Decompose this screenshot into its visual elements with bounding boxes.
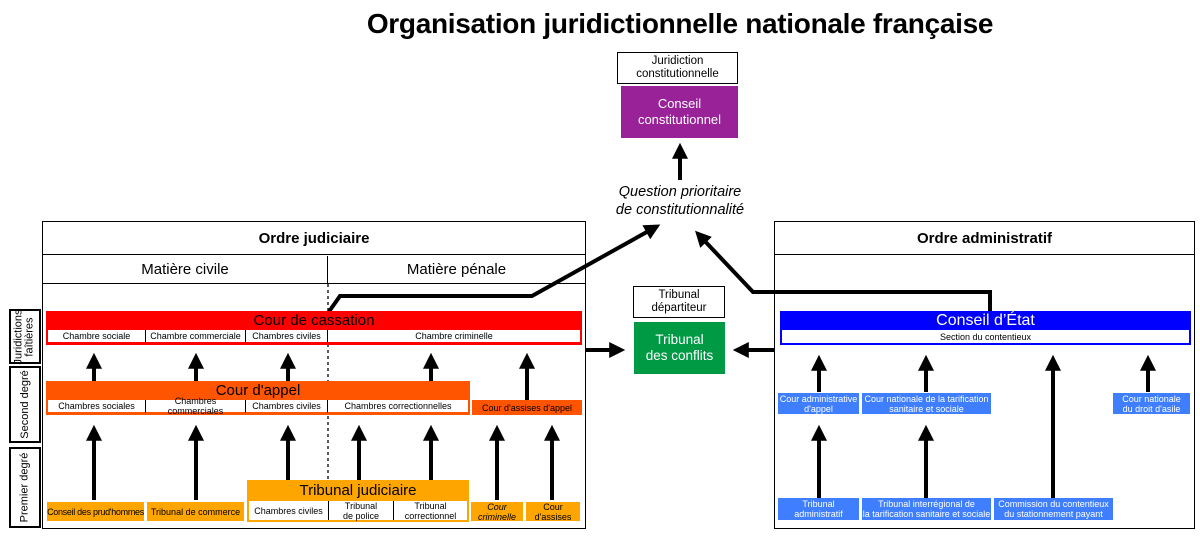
qpc-label: Question prioritaire de constitutionnali… <box>615 184 745 218</box>
cour-assises-appel: Cour d'assises d'appel <box>472 400 582 415</box>
tj-tribunal-de-police: Tribunal de police <box>329 501 394 521</box>
arrow-cassation-to-qpc <box>326 224 661 315</box>
ordre-administratif-panel <box>774 221 1195 529</box>
cour-nationale-droit-asile: Cour nationale du droit d'asile <box>1113 393 1190 414</box>
cour-d-assises: Cour d'assises <box>526 502 580 522</box>
tribunal-des-conflits: Tribunal des conflits <box>634 322 725 374</box>
commission-stationnement-payant: Commission du contentieux du stationneme… <box>994 498 1113 520</box>
ordre-judiciaire-header: Ordre judiciaire <box>43 222 585 255</box>
appel-chambres-sociales: Chambres sociales <box>48 400 146 413</box>
tj-chambres-civiles: Chambres civiles <box>249 501 329 520</box>
cour-d-appel-title: Cour d'appel <box>215 382 301 399</box>
appel-chambres-civiles: Chambres civiles <box>246 400 328 413</box>
tj-tribunal-correctionnel: Tribunal correctionnel <box>394 501 467 521</box>
ordre-administratif-header: Ordre administratif <box>775 222 1194 255</box>
cassation-chambre-criminelle: Chambre criminelle <box>328 330 580 343</box>
matiere-civile-header: Matière civile <box>43 256 328 284</box>
tribunal-administratif: Tribunal administratif <box>778 498 859 520</box>
cassation-chambres-civiles: Chambres civiles <box>246 330 328 343</box>
section-du-contentieux: Section du contentieux <box>782 330 1189 343</box>
tribunal-departiteur-label: Tribunal départiteur <box>633 286 725 318</box>
appel-chambres-correctionnelles: Chambres correctionnelles <box>328 400 468 413</box>
level-premier-degre: Premier degré <box>9 447 41 528</box>
level-second-degre: Second degré <box>9 366 41 443</box>
cour-administrative-appel: Cour administrative d'appel <box>778 393 859 414</box>
cour-de-cassation: Cour de cassation Chambre sociale Chambr… <box>46 311 582 345</box>
arrow-conseil-etat-to-qpc <box>695 230 992 311</box>
matiere-penale-header: Matière pénale <box>328 256 585 284</box>
tribunal-judiciaire: Tribunal judiciaire Chambres civiles Tri… <box>247 480 469 522</box>
conseil-d-etat: Conseil d’État Section du contentieux <box>780 311 1191 345</box>
constitutional-label: Juridiction constitutionnelle <box>617 52 738 84</box>
tribunal-judiciaire-title: Tribunal judiciaire <box>299 482 417 499</box>
cassation-chambre-sociale: Chambre sociale <box>48 330 146 343</box>
conseil-constitutionnel: Conseil constitutionnel <box>621 86 738 138</box>
conseil-d-etat-title: Conseil d’État <box>936 311 1035 329</box>
tribunal-de-commerce: Tribunal de commerce <box>147 502 244 521</box>
diagram-title: Organisation juridictionnelle nationale … <box>366 8 994 39</box>
cour-d-appel: Cour d'appel Chambres sociales Chambres … <box>46 381 470 416</box>
cour-de-cassation-title: Cour de cassation <box>253 312 375 329</box>
cassation-chambre-commerciale: Chambre commerciale <box>146 330 246 343</box>
appel-chambres-commerciales: Chambres commerciales <box>146 396 246 416</box>
tribunal-interregional-tarification: Tribunal interrégional de la tarificatio… <box>862 498 991 520</box>
cour-criminelle: Cour criminelle <box>471 502 523 522</box>
cour-nationale-tarification: Cour nationale de la tarification sanita… <box>862 393 991 414</box>
conseil-prudhommes: Conseil des prud'hommes <box>47 502 144 521</box>
